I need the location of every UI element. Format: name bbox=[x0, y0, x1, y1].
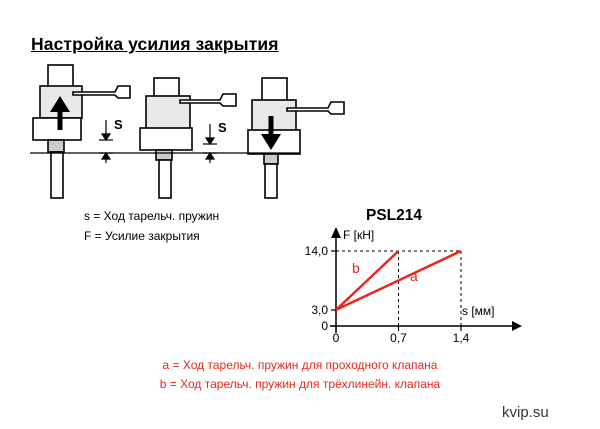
series-label-b: b bbox=[352, 260, 360, 276]
x-axis-label: s [мм] bbox=[462, 304, 495, 318]
chart-title: PSL214 bbox=[366, 207, 423, 224]
series-label-a: a bbox=[410, 268, 418, 284]
x-tick-label-1: 0,7 bbox=[390, 331, 407, 345]
y-axis-arrow bbox=[331, 227, 341, 238]
legend-f: F = Усилие закрытия bbox=[84, 229, 200, 243]
stroke-marker-1 bbox=[99, 120, 113, 163]
y-axis-label: F [кН] bbox=[343, 228, 374, 242]
stroke-label-1: S bbox=[114, 117, 123, 132]
legend-s: s = Ход тарельч. пружин bbox=[84, 209, 220, 223]
page-title: Настройка усилия закрытия bbox=[31, 34, 279, 54]
note-b: b = Ход тарельч. пружин для трёхлинейн. … bbox=[159, 377, 441, 391]
arrow-up-icon bbox=[50, 96, 70, 130]
x-axis-arrow bbox=[512, 321, 522, 331]
x-tick-label-0: 0 bbox=[333, 331, 340, 345]
series-line-b bbox=[335, 250, 400, 311]
watermark: kvip.su bbox=[502, 404, 549, 421]
valve-diagram: S S bbox=[30, 64, 345, 199]
y-tick-label-1: 3,0 bbox=[311, 303, 328, 317]
note-a: a = Ход тарельч. пружин для проходного к… bbox=[162, 358, 438, 372]
valve-1-illustration bbox=[32, 64, 131, 199]
stroke-marker-2 bbox=[203, 124, 217, 163]
valve-2-illustration bbox=[139, 77, 237, 199]
y-tick-label-0: 0 bbox=[321, 319, 328, 333]
y-tick-label-2: 14,0 bbox=[305, 244, 329, 258]
stroke-label-2: S bbox=[218, 120, 227, 135]
x-tick-label-2: 1,4 bbox=[453, 331, 470, 345]
series-line-a bbox=[335, 249, 462, 312]
arrow-down-icon bbox=[261, 116, 281, 150]
